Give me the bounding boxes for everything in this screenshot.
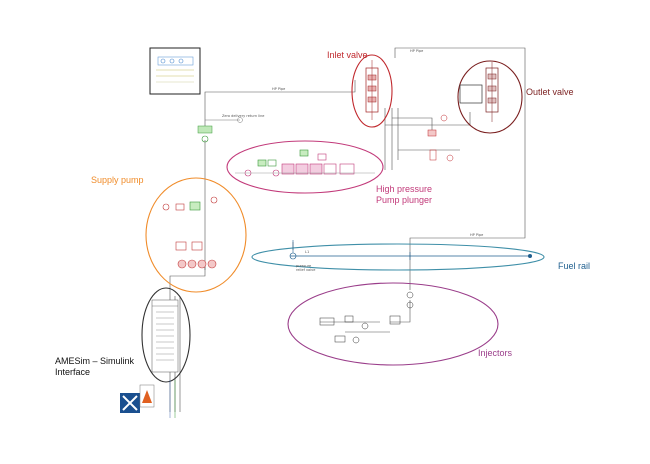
injectors-group [287, 282, 499, 366]
hp-plunger-label-2: Pump plunger [376, 195, 433, 205]
pipe-network [169, 47, 526, 412]
fuel-rail-label: Fuel rail [558, 261, 591, 271]
simulink-logo-icon [120, 384, 155, 413]
supply-pump-group [145, 177, 247, 293]
pressure-relief-text-2: relief valve [296, 268, 316, 272]
l1-text: L1 [305, 250, 310, 254]
outlet-valve-label: Outlet valve [526, 87, 574, 97]
hp-plunger-label-1: High pressure [376, 184, 433, 194]
inlet-valve-group [351, 54, 393, 128]
hp-pipe-rail-text: HP Pipe [470, 233, 484, 237]
inlet-valve-label: Inlet valve [327, 50, 368, 60]
interface-label-1: AMESim – Simulink [55, 356, 135, 366]
hp-pipe-left-text: HP Pipe [272, 87, 286, 91]
pressure-relief-text-1: pressure [296, 264, 312, 268]
outlet-valve-group [457, 60, 523, 134]
pressure-sensor-components [427, 114, 454, 162]
injectors-label: Injectors [478, 348, 513, 358]
fuel-rail-group [251, 240, 545, 271]
supply-pump-label: Supply pump [91, 175, 144, 185]
hp-pipe-component [197, 125, 213, 143]
legend-thumbnail [149, 47, 201, 95]
hp-pipe-top-text: HP Pipe [410, 49, 424, 53]
interface-label-2: Interface [55, 367, 91, 377]
zero-delivery-text: Zero delivery return line [222, 114, 265, 118]
zero-delivery-return-line [205, 117, 243, 123]
hp-plunger-group [226, 140, 384, 194]
interface-group [141, 287, 191, 418]
